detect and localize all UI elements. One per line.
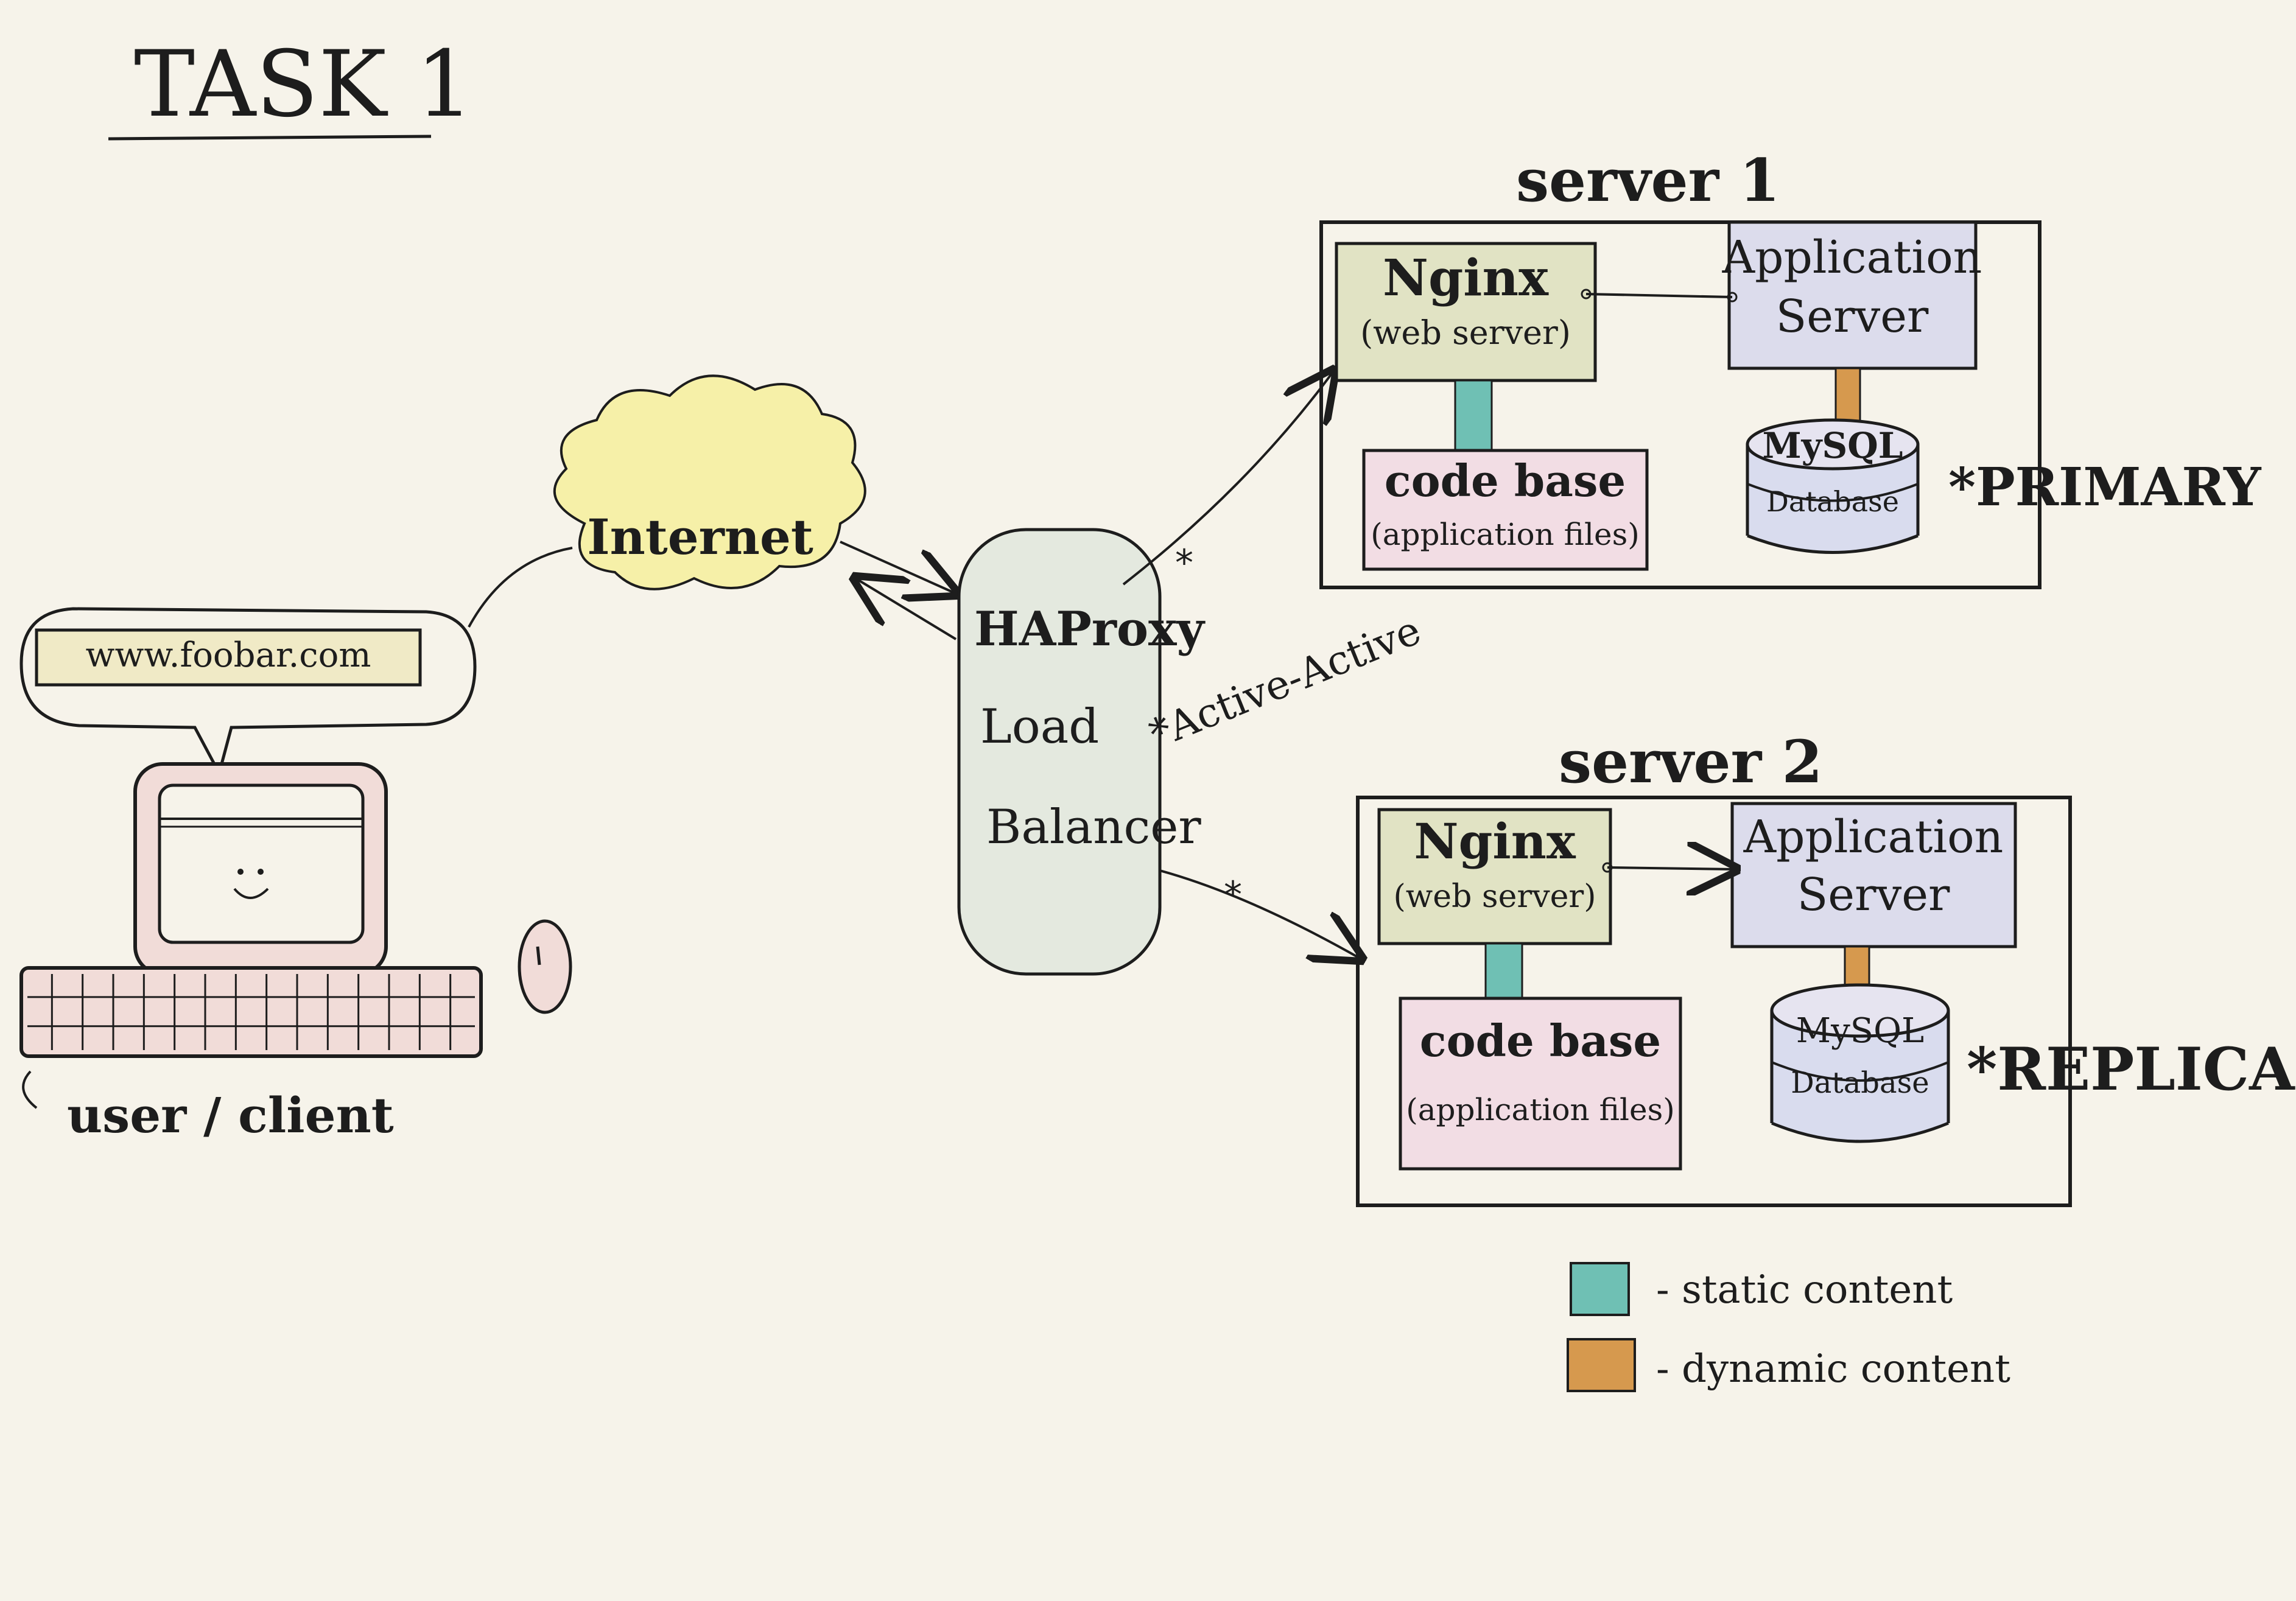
server1-app-line2: Server — [1776, 290, 1929, 343]
database-cylinder-bottom — [1747, 534, 1919, 554]
keyboard-keys — [27, 974, 475, 1050]
legend-swatch-static — [1570, 1262, 1630, 1316]
lb-to-internet-arrow — [855, 578, 957, 640]
server2-db-line1: MySQL — [1796, 1011, 1924, 1051]
server2-nginx-sub: (web server) — [1394, 878, 1596, 915]
mouse-wheel — [536, 946, 541, 965]
server1-nginx-sub: (web server) — [1360, 314, 1571, 352]
keyboard — [19, 966, 483, 1058]
url-address-bar — [35, 628, 422, 687]
server2-nginx-name: Nginx — [1414, 813, 1576, 870]
server1-static-link — [1454, 379, 1493, 452]
load-balancer-shape — [957, 528, 1162, 976]
smiley-eye-right — [258, 869, 264, 875]
server1-role: *PRIMARY — [1948, 457, 2262, 518]
lb-balancer: Balancer — [986, 800, 1201, 855]
legend-swatch-dynamic — [1567, 1338, 1636, 1392]
server1-app-server — [1727, 220, 1978, 370]
server2-nginx-app-link — [1607, 867, 1735, 869]
server1-db-line1: MySQL — [1762, 425, 1903, 466]
cloud-shape — [553, 374, 866, 590]
server1-nginx-app-link — [1585, 293, 1733, 298]
server2-codebase-name: code base — [1420, 1015, 1661, 1067]
server2-database: MySQL Database — [1770, 983, 1950, 1143]
title-text: TASK 1 — [134, 32, 474, 138]
title: TASK 1 — [108, 32, 474, 141]
legend-label-dynamic: - dynamic content — [1656, 1347, 2010, 1392]
smiley-eye-left — [237, 869, 244, 875]
server2-app-server — [1730, 802, 2017, 948]
server2-app-line2: Server — [1797, 869, 1950, 921]
asterisk-server1: * — [1175, 542, 1193, 584]
server2-title: server 2 — [1559, 727, 1822, 796]
lb-to-server2-arrow — [1159, 869, 1361, 959]
database-cylinder-band — [1747, 483, 1919, 502]
server2-app-line1: Application — [1743, 811, 2004, 863]
connector-dot — [1602, 862, 1613, 873]
mouse — [518, 919, 572, 1014]
lb-load: Load — [980, 699, 1099, 754]
server1-title: server 1 — [1516, 146, 1780, 215]
server2-box — [1356, 796, 2072, 1207]
connector-dot — [1581, 289, 1592, 300]
user-computer: user / client — [19, 762, 572, 1144]
asterisk-server2: * — [1224, 874, 1242, 916]
internet-cloud: Internet — [553, 374, 866, 590]
internet-label: Internet — [587, 508, 813, 566]
server1-codebase — [1362, 449, 1649, 571]
internet-to-lb-arrow — [840, 541, 956, 594]
lb-to-server1-arrow — [1122, 371, 1333, 586]
server1-app-line1: Application — [1722, 231, 1982, 284]
server-1: server 1 Nginx (web server) Application … — [1319, 146, 2262, 589]
server2-codebase — [1399, 997, 1682, 1171]
monitor-screen — [158, 783, 365, 944]
smiley-mouth — [233, 888, 269, 899]
server1-box — [1319, 220, 2041, 589]
legend-label-static: - static content — [1656, 1267, 1953, 1312]
database-cylinder-bottom — [1771, 1121, 1949, 1143]
server1-db-line2: Database — [1766, 485, 1899, 518]
user-pointer-arrow — [22, 1070, 38, 1109]
server1-codebase-sub: (application files) — [1371, 517, 1640, 552]
database-cylinder-band — [1771, 1061, 1949, 1082]
client-internet-link — [468, 547, 573, 628]
lb-haproxy: HAProxy — [974, 601, 1206, 657]
load-balancer: HAProxy Load Balancer — [957, 528, 1206, 976]
connector-dot — [1727, 292, 1738, 303]
legend: - static content - dynamic content — [1567, 1262, 2010, 1392]
database-cylinder-top — [1770, 983, 1950, 1038]
server2-codebase-sub: (application files) — [1406, 1092, 1675, 1127]
server1-codebase-name: code base — [1385, 455, 1626, 506]
server1-database: MySQL Database — [1746, 418, 1920, 554]
url-bubble: www.foobar.com — [19, 607, 477, 777]
server1-dynamic-link — [1834, 367, 1861, 427]
server2-db-line2: Database — [1791, 1066, 1929, 1100]
server2-role: *REPLICA — [1967, 1035, 2295, 1104]
server1-nginx — [1335, 242, 1597, 382]
database-cylinder-top — [1746, 418, 1920, 471]
title-underline — [108, 135, 432, 141]
user-label: user / client — [67, 1087, 394, 1144]
server-2: server 2 Nginx (web server) Application … — [1356, 727, 2295, 1207]
server1-nginx-name: Nginx — [1383, 249, 1549, 307]
server2-nginx — [1377, 808, 1612, 945]
url-text: www.foobar.com — [86, 636, 371, 675]
